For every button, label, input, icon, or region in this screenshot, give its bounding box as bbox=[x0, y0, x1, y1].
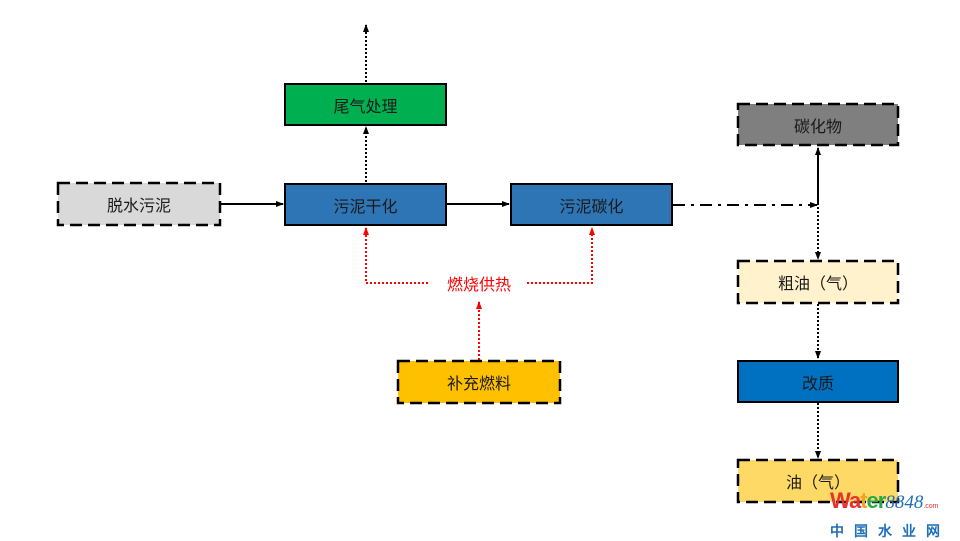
node-sludge-drying: 污泥干化 bbox=[284, 183, 447, 226]
edge-heat-to-drying bbox=[363, 227, 428, 284]
node-dewatered-sludge-label: 脱水污泥 bbox=[106, 196, 171, 215]
node-supplementary-fuel-label: 补充燃料 bbox=[446, 374, 511, 393]
watermark-brand-com: .com bbox=[923, 503, 939, 510]
edge-heat-to-carbonization bbox=[527, 227, 595, 284]
watermark-brand-a: a bbox=[848, 488, 861, 513]
node-char-label: 碳化物 bbox=[793, 116, 842, 136]
border-dewatered-sludge bbox=[56, 181, 222, 227]
node-crude-oil-gas: 粗油（气） bbox=[738, 261, 898, 303]
node-oil-gas: 油（气） bbox=[738, 460, 898, 502]
node-tail-gas: 尾气处理 bbox=[284, 83, 447, 126]
node-sludge-carbonization-label: 污泥碳化 bbox=[559, 196, 624, 216]
node-sludge-carbonization: 污泥碳化 bbox=[510, 183, 673, 226]
node-oil-gas-label: 油（气） bbox=[785, 473, 850, 492]
border-oil-gas bbox=[736, 458, 900, 504]
node-sludge-drying-label: 污泥干化 bbox=[333, 196, 398, 216]
node-upgrading-label: 改质 bbox=[801, 373, 834, 393]
heat-supply-label: 燃烧供热 bbox=[440, 271, 518, 295]
watermark-subtitle: 中国水业网 bbox=[830, 524, 950, 540]
node-supplementary-fuel: 补充燃料 bbox=[398, 361, 560, 403]
border-char bbox=[736, 102, 900, 147]
node-crude-oil-gas-label: 粗油（气） bbox=[777, 274, 858, 293]
border-crude-oil-gas bbox=[736, 259, 900, 305]
watermark-logo: Water8848.com 中国水业网 bbox=[830, 490, 955, 541]
border-supplementary-fuel bbox=[396, 359, 562, 405]
watermark-brand-er: er bbox=[866, 488, 887, 513]
node-char: 碳化物 bbox=[738, 104, 898, 145]
watermark-brand-t: t bbox=[860, 488, 867, 513]
watermark-brand: Water8848.com bbox=[830, 490, 955, 518]
watermark-brand-number: 8848 bbox=[885, 492, 924, 513]
watermark-brand-w: W bbox=[830, 488, 850, 513]
node-dewatered-sludge: 脱水污泥 bbox=[58, 183, 220, 225]
node-tail-gas-label: 尾气处理 bbox=[333, 96, 398, 116]
node-upgrading: 改质 bbox=[737, 360, 899, 403]
